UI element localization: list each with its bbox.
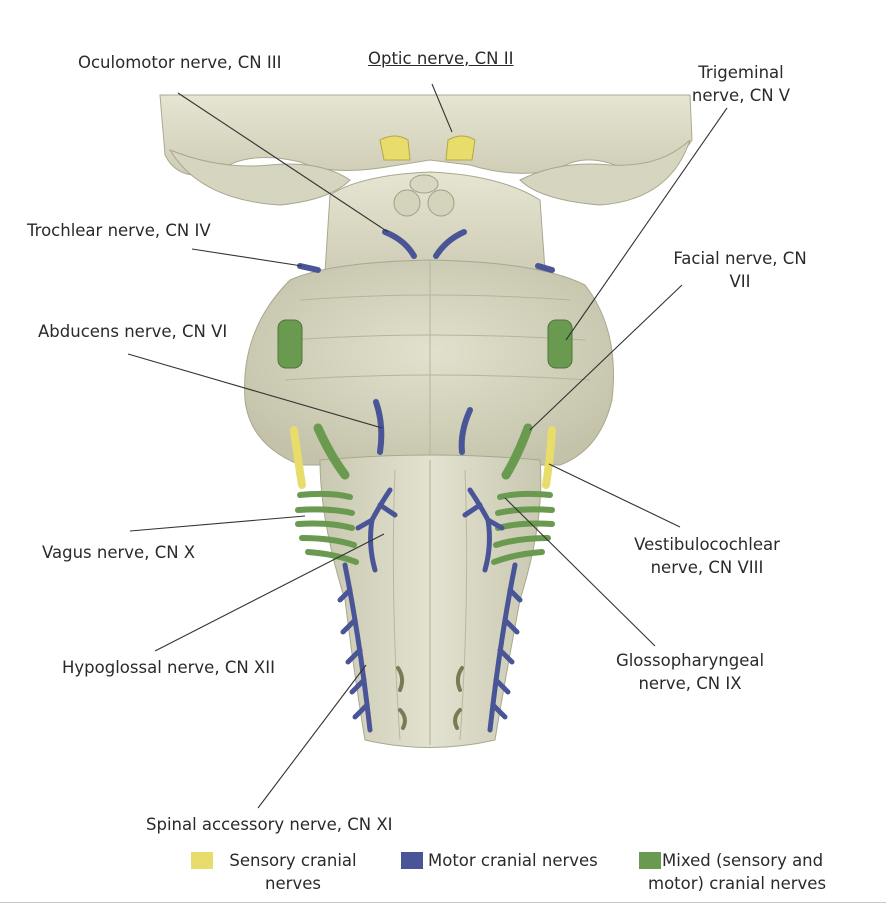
trochlear-nerve-right	[538, 266, 552, 270]
label-vestibulocochlear-line1: Vestibulocochlear	[612, 533, 802, 556]
mammillary-body-right	[428, 190, 454, 216]
legend-mixed-line1: Mixed (sensory and	[662, 849, 858, 872]
label-glossopharyngeal: Glossopharyngeal nerve, CN IX	[600, 649, 780, 695]
label-facial: Facial nerve, CN VII	[660, 247, 820, 293]
label-facial-line1: Facial nerve, CN	[660, 247, 820, 270]
label-glossopharyngeal-line1: Glossopharyngeal	[600, 649, 780, 672]
label-oculomotor: Oculomotor nerve, CN III	[78, 51, 281, 74]
trigeminal-nerve-right	[548, 320, 572, 368]
label-trigeminal: Trigeminal nerve, CN V	[676, 61, 806, 107]
label-trochlear: Trochlear nerve, CN IV	[27, 219, 211, 242]
label-vagus: Vagus nerve, CN X	[42, 541, 195, 564]
optic-nerve-left	[380, 136, 410, 160]
legend-swatch-sensory	[191, 852, 213, 869]
label-facial-line2: VII	[660, 270, 820, 293]
legend-sensory-line1: Sensory cranial	[218, 849, 368, 872]
optic-nerve-right	[446, 136, 475, 160]
trochlear-nerve-left	[300, 266, 318, 270]
legend-label-sensory: Sensory cranial nerves	[218, 849, 368, 895]
label-glossopharyngeal-line2: nerve, CN IX	[600, 672, 780, 695]
label-trigeminal-line1: Trigeminal	[676, 61, 806, 84]
legend-label-motor: Motor cranial nerves	[428, 849, 598, 872]
label-vestibulocochlear-line2: nerve, CN VIII	[612, 556, 802, 579]
legend-label-mixed: Mixed (sensory and motor) cranial nerves	[662, 849, 858, 895]
label-optic-link[interactable]: Optic nerve, CN II	[368, 47, 513, 70]
trigeminal-nerve-left	[278, 320, 302, 368]
bottom-divider	[0, 902, 886, 903]
label-hypoglossal: Hypoglossal nerve, CN XII	[62, 656, 275, 679]
legend-swatch-motor	[401, 852, 423, 869]
legend-motor-line1: Motor cranial nerves	[428, 849, 598, 872]
label-trigeminal-line2: nerve, CN V	[676, 84, 806, 107]
label-abducens: Abducens nerve, CN VI	[38, 320, 227, 343]
legend-sensory-line2: nerves	[218, 872, 368, 895]
pituitary-stalk	[410, 175, 438, 193]
legend-mixed-line2: motor) cranial nerves	[648, 872, 858, 895]
label-spinal-accessory: Spinal accessory nerve, CN XI	[146, 813, 393, 836]
forebrain-base	[160, 95, 692, 175]
label-vestibulocochlear: Vestibulocochlear nerve, CN VIII	[612, 533, 802, 579]
mammillary-body-left	[394, 190, 420, 216]
legend-swatch-mixed	[639, 852, 661, 869]
